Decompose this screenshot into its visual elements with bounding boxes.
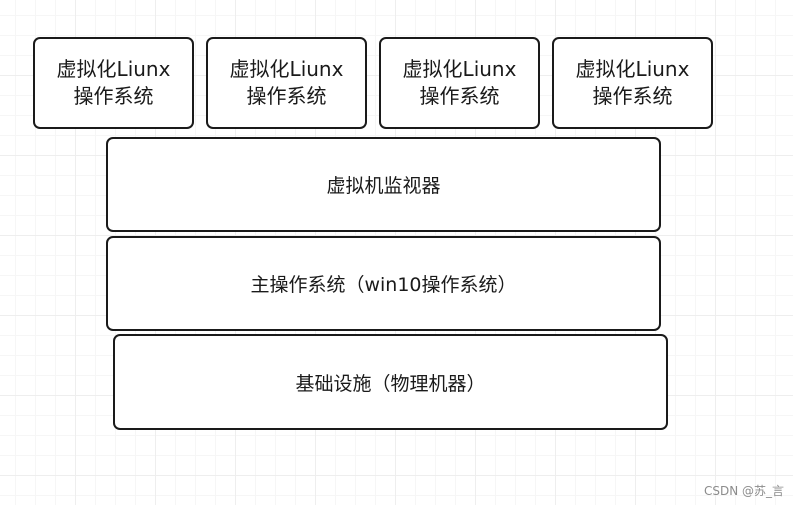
vm-label-line1: 虚拟化Liunx	[56, 57, 171, 81]
virtual-linux-os-box-1: 虚拟化Liunx 操作系统	[33, 37, 194, 129]
virtual-linux-os-box-4: 虚拟化Liunx 操作系统	[552, 37, 713, 129]
infrastructure-layer-box: 基础设施（物理机器）	[113, 334, 668, 430]
infrastructure-label: 基础设施（物理机器）	[295, 372, 486, 395]
host-os-label: 主操作系统（win10操作系统）	[250, 274, 517, 296]
vm-label-line1: 虚拟化Liunx	[575, 57, 690, 81]
vm-label-line2: 操作系统	[592, 84, 673, 108]
watermark: CSDN @苏_言	[703, 484, 784, 498]
hypervisor-layer-box: 虚拟机监视器	[106, 137, 661, 232]
vm-label-line1: 虚拟化Liunx	[402, 57, 517, 81]
vm-label-line2: 操作系统	[419, 84, 500, 108]
vm-label-line2: 操作系统	[246, 84, 327, 108]
vm-label-line1: 虚拟化Liunx	[229, 57, 344, 81]
hypervisor-label: 虚拟机监视器	[326, 175, 441, 197]
virtual-linux-os-box-2: 虚拟化Liunx 操作系统	[206, 37, 367, 129]
host-os-layer-box: 主操作系统（win10操作系统）	[106, 236, 661, 331]
virtual-linux-os-box-3: 虚拟化Liunx 操作系统	[379, 37, 540, 129]
vm-label-line2: 操作系统	[73, 84, 154, 108]
